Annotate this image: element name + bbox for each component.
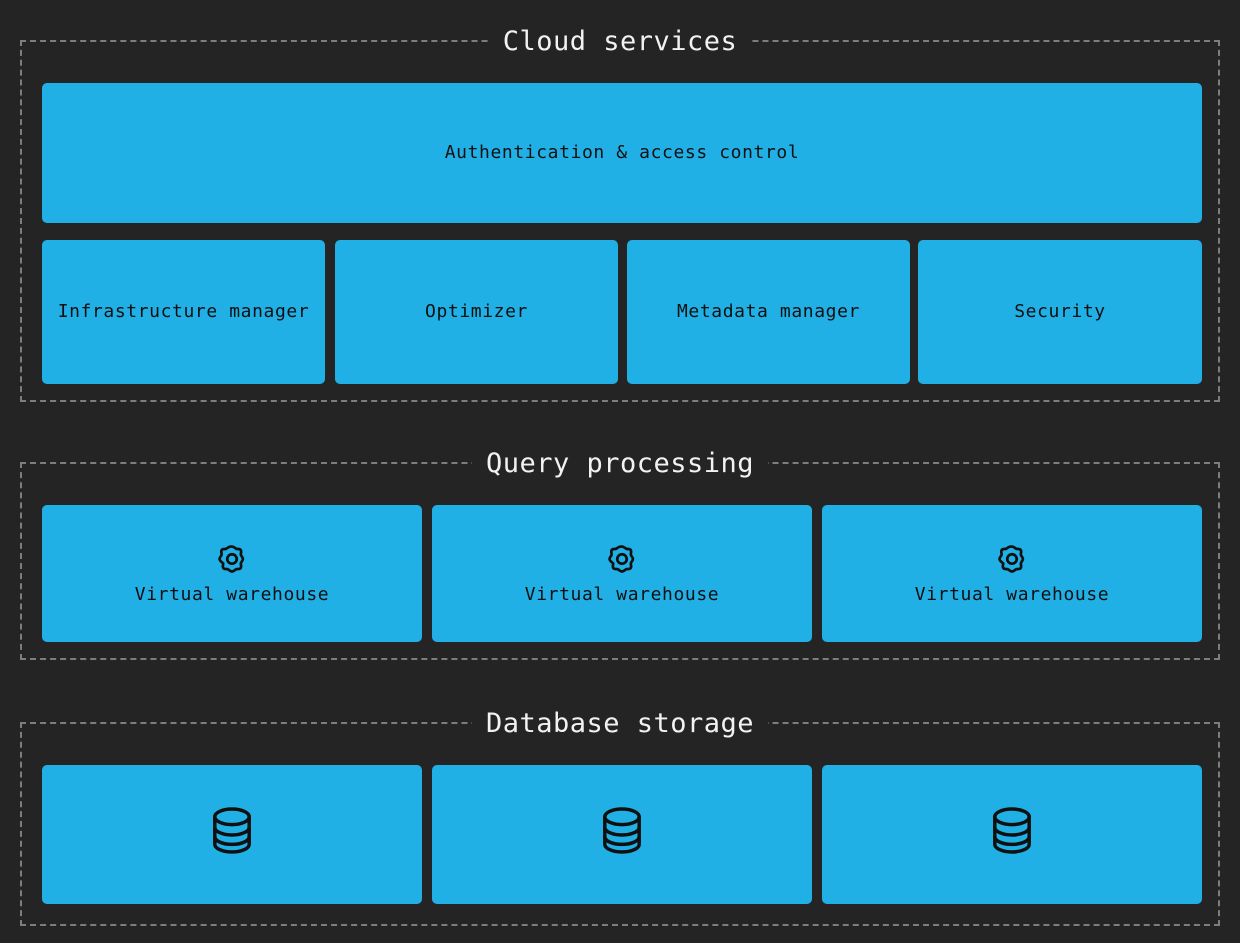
group-cloud-services: Cloud services Authentication & access c… bbox=[20, 27, 1220, 402]
node-label: Security bbox=[1014, 301, 1106, 322]
node-label: Optimizer bbox=[425, 301, 528, 322]
node-security[interactable]: Security bbox=[918, 240, 1202, 384]
node-database-storage-1[interactable] bbox=[42, 765, 422, 904]
group-title-cloud-services: Cloud services bbox=[488, 27, 752, 57]
node-virtual-warehouse-1[interactable]: Virtual warehouse bbox=[42, 505, 422, 642]
node-virtual-warehouse-3[interactable]: Virtual warehouse bbox=[822, 505, 1202, 642]
gear-icon bbox=[995, 542, 1029, 576]
database-icon bbox=[598, 806, 646, 856]
node-optimizer[interactable]: Optimizer bbox=[335, 240, 618, 384]
group-database-storage: Database storage bbox=[20, 709, 1220, 926]
node-label: Authentication & access control bbox=[444, 142, 800, 163]
node-label: Metadata manager bbox=[677, 301, 860, 322]
node-label: Virtual warehouse bbox=[914, 583, 1110, 605]
database-icon bbox=[988, 806, 1036, 856]
group-title-query-processing: Query processing bbox=[471, 449, 769, 479]
node-virtual-warehouse-2[interactable]: Virtual warehouse bbox=[432, 505, 812, 642]
node-database-storage-2[interactable] bbox=[432, 765, 812, 904]
database-icon bbox=[208, 806, 256, 856]
node-infrastructure-manager[interactable]: Infrastructure manager bbox=[42, 240, 325, 384]
group-query-processing: Query processing Virtual warehouse Virtu… bbox=[20, 449, 1220, 660]
group-title-database-storage: Database storage bbox=[471, 709, 769, 739]
node-database-storage-3[interactable] bbox=[822, 765, 1202, 904]
gear-icon bbox=[215, 542, 249, 576]
node-label: Infrastructure manager bbox=[57, 301, 310, 322]
node-label: Virtual warehouse bbox=[134, 583, 330, 605]
gear-icon bbox=[605, 542, 639, 576]
node-authentication-access-control[interactable]: Authentication & access control bbox=[42, 83, 1202, 223]
node-metadata-manager[interactable]: Metadata manager bbox=[627, 240, 910, 384]
node-label: Virtual warehouse bbox=[524, 583, 720, 605]
